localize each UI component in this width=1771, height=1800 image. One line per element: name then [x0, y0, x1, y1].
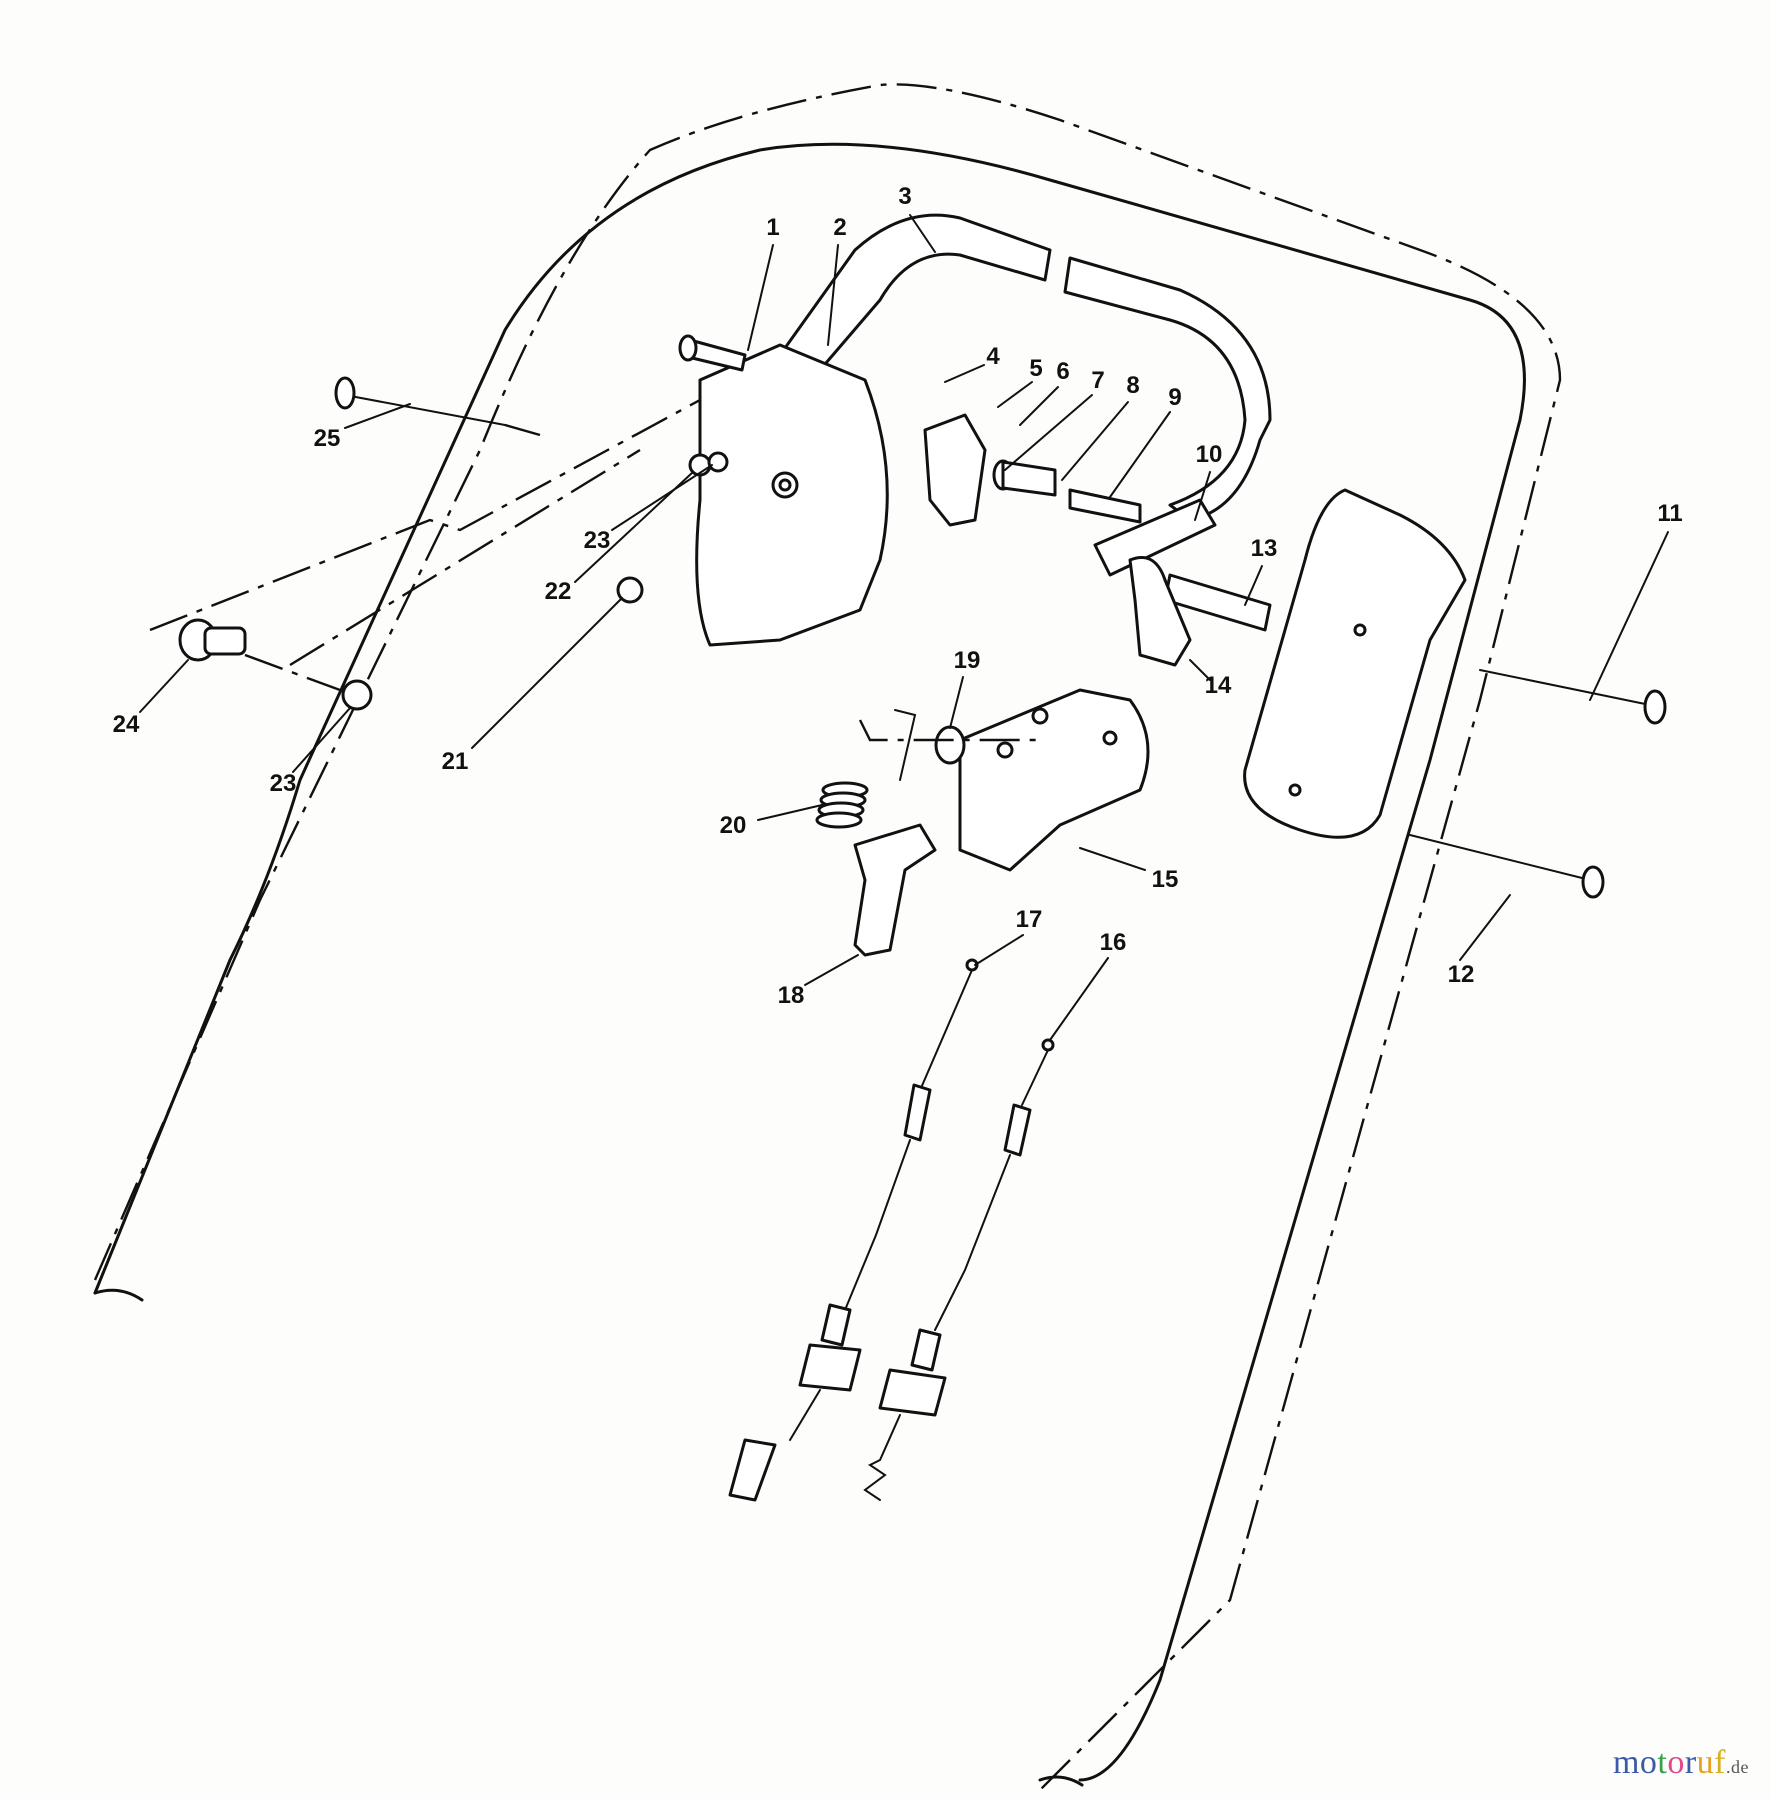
callout-20: 20 — [719, 812, 747, 839]
cover-10 — [1243, 488, 1467, 839]
callout-10: 10 — [1195, 441, 1223, 468]
watermark-letter: u — [1696, 1744, 1715, 1781]
callout-18: 18 — [777, 982, 805, 1009]
lever-14 — [1128, 556, 1192, 667]
bolt-25 — [344, 394, 506, 426]
callout-1: 1 — [766, 214, 780, 241]
watermark-letter: f — [1714, 1744, 1726, 1781]
callout-4: 4 — [986, 343, 1000, 370]
callout-19: 19 — [953, 647, 981, 674]
link-arm — [1093, 498, 1217, 577]
callout-2: 2 — [833, 214, 847, 241]
shaft-8 — [1001, 460, 1057, 497]
watermark-letter: o — [1639, 1744, 1658, 1781]
leader-lines — [139, 214, 1669, 1041]
watermark-letter: r — [1684, 1744, 1697, 1781]
watermark-letter: o — [1667, 1744, 1685, 1781]
callout-15: 15 — [1151, 866, 1179, 893]
nut-21 — [616, 576, 644, 604]
callout-21: 21 — [441, 748, 469, 775]
trigger-18 — [853, 823, 937, 957]
callout-7: 7 — [1091, 367, 1105, 394]
watermark-letter: m — [1612, 1744, 1640, 1781]
cam-lever-6 — [923, 413, 987, 527]
watermark-motoruf: motoruf.de — [1613, 1744, 1749, 1782]
rod-9 — [1068, 488, 1142, 524]
callout-9: 9 — [1168, 384, 1182, 411]
callout-6: 6 — [1056, 358, 1070, 385]
callout-5: 5 — [1029, 355, 1043, 382]
bracket-15 — [958, 688, 1150, 872]
handle-tube-inner — [93, 142, 1526, 1782]
callout-8: 8 — [1126, 372, 1140, 399]
cable-17 — [728, 958, 979, 1502]
watermark-suffix: .de — [1726, 1757, 1749, 1777]
nut-23b — [341, 679, 373, 711]
handle-tube-right-end — [1038, 1775, 1084, 1787]
callout-3: 3 — [898, 183, 912, 210]
bail-bar — [778, 213, 1052, 372]
callout-23a: 23 — [583, 527, 611, 554]
callout-24: 24 — [112, 711, 140, 738]
callout-22: 22 — [544, 578, 572, 605]
callout-12: 12 — [1447, 961, 1475, 988]
watermark-letter: t — [1657, 1744, 1668, 1781]
handle-tube-outer — [93, 83, 1562, 1791]
bolt-11 — [1479, 669, 1651, 706]
nut-23a — [707, 451, 729, 473]
callout-11: 11 — [1657, 500, 1683, 527]
callout-17: 17 — [1015, 906, 1043, 933]
callout-13: 13 — [1250, 535, 1278, 562]
handle-tube-left-end — [93, 1288, 144, 1302]
callout-23b: 23 — [269, 770, 297, 797]
cable-16 — [863, 1038, 1055, 1501]
callout-25: 25 — [313, 425, 341, 452]
callout-14: 14 — [1204, 672, 1232, 699]
callout-16: 16 — [1099, 929, 1127, 956]
spring-20 — [815, 781, 869, 829]
bolt-12 — [1409, 834, 1591, 881]
washer-19 — [934, 725, 966, 765]
